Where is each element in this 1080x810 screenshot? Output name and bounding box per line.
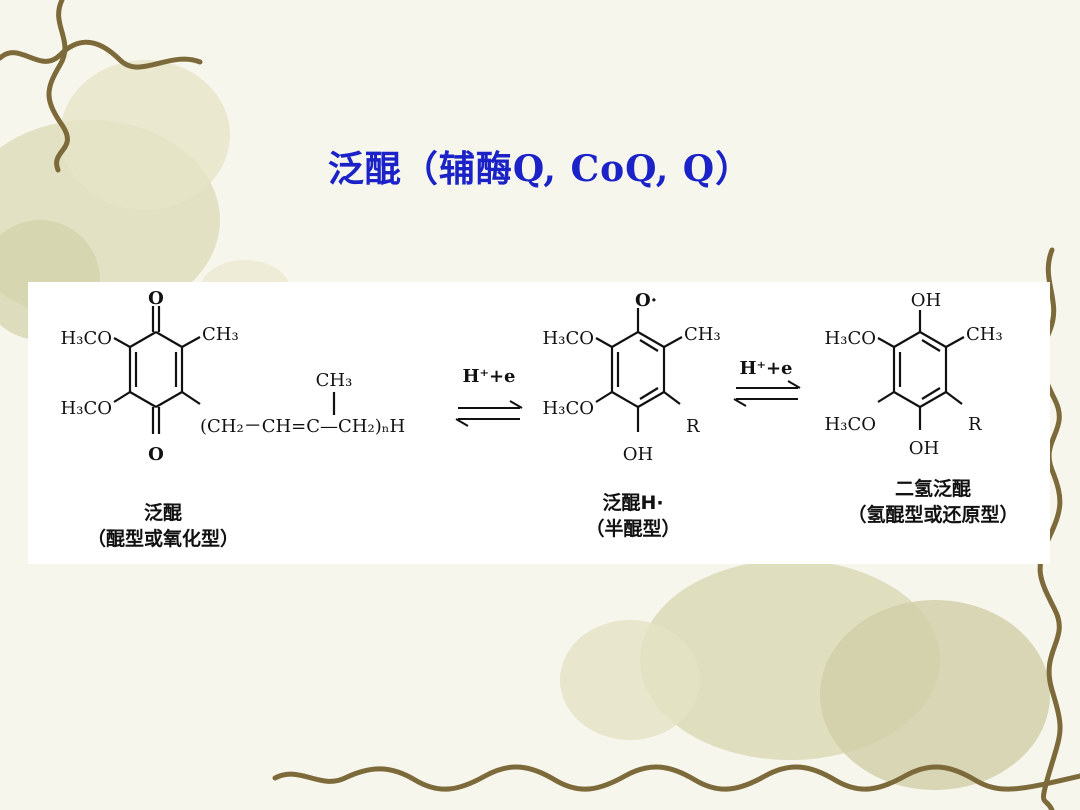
ubiquinol-upper-methoxy: H₃CO (825, 328, 876, 349)
semiquinone-r-group: R (686, 416, 700, 437)
semiquinone-top-radical: O· (635, 290, 657, 311)
semiquinone-form: （半醌型） (585, 518, 681, 540)
ubiquinol-lower-methoxy: H₃CO (825, 414, 876, 435)
semiquinone-methyl: CH₃ (684, 324, 721, 345)
ubiquinone-methyl: CH₃ (202, 324, 239, 345)
arrow-1-label: H⁺+e (462, 366, 515, 387)
semiquinone-bottom-hydroxyl: OH (623, 444, 653, 465)
ubiquinol-structure (877, 310, 965, 430)
slide-title: 泛醌（辅酶Q, CoQ, Q） (327, 148, 753, 190)
ubiquinol-bottom-hydroxyl: OH (909, 438, 939, 459)
ubiquinol-form: （氢醌型或还原型） (847, 504, 1019, 526)
semiquinone-caption: 泛醌H· （半醌型） (558, 490, 708, 542)
ubiquinone-lower-methoxy: H₃CO (61, 398, 112, 419)
semiquinone-lower-methoxy: H₃CO (543, 398, 594, 419)
ubiquinone-name: 泛醌 (143, 502, 182, 524)
semiquinone-upper-methoxy: H₃CO (543, 328, 594, 349)
arrow-2-label: H⁺+e (739, 358, 792, 379)
ubiquinone-isoprenoid-chain: (CH₂－CH=C—CH₂)ₙH (200, 416, 405, 437)
ubiquinone-top-oxygen: O (148, 288, 164, 309)
ubiquinone-upper-methoxy: H₃CO (61, 328, 112, 349)
ubiquinone-branch-methyl: CH₃ (316, 370, 353, 391)
ubiquinol-r-group: R (968, 414, 982, 435)
ubiquinol-caption: 二氢泛醌 （氢醌型或还原型） (818, 476, 1048, 528)
ubiquinone-caption: 泛醌 （醌型或氧化型） (68, 500, 258, 552)
semiquinone-name: 泛醌H· (602, 492, 664, 514)
ubiquinone-form: （醌型或氧化型） (86, 528, 239, 550)
ubiquinol-top-hydroxyl: OH (911, 290, 941, 311)
semiquinone-structure (595, 308, 683, 432)
equilibrium-arrow-2 (733, 380, 801, 407)
ubiquinone-bottom-oxygen: O (148, 444, 164, 465)
ubiquinol-name: 二氢泛醌 (894, 478, 971, 500)
ubiquinone-redox-diagram: O O H₃CO H₃CO CH₃ CH₃ (CH₂－CH=C—CH₂)ₙH H… (28, 282, 1050, 564)
ubiquinone-structure (113, 306, 336, 434)
equilibrium-arrow-1 (455, 400, 523, 427)
ubiquinol-methyl: CH₃ (966, 324, 1003, 345)
